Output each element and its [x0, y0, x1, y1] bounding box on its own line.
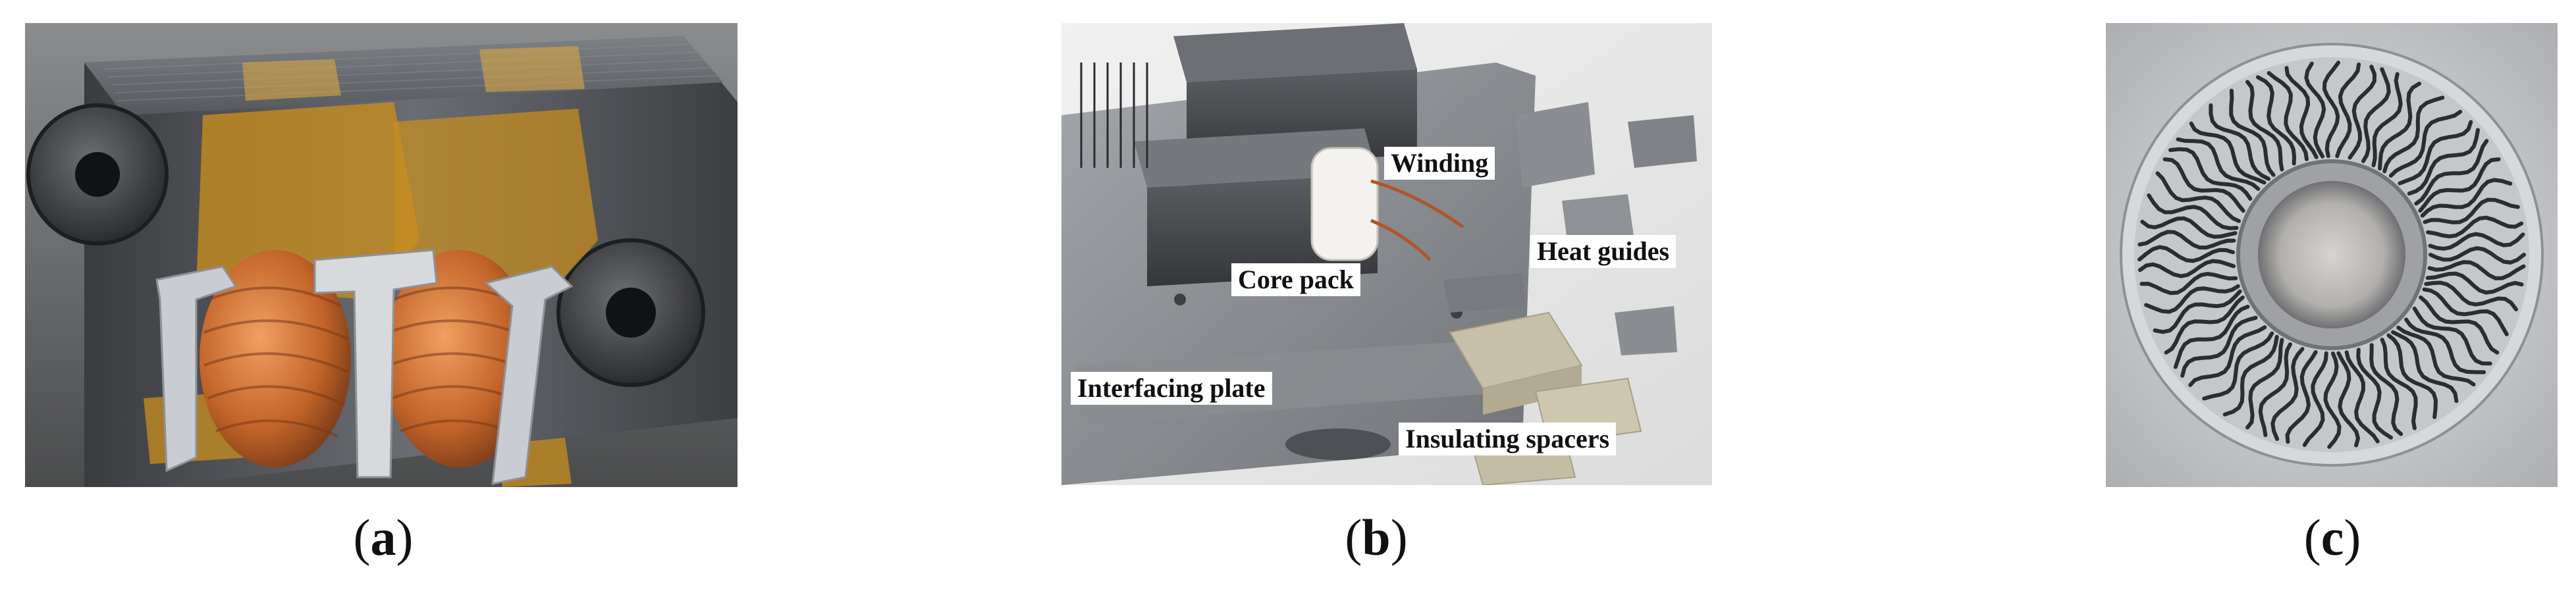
- cold-plate-channel: [2419, 295, 2500, 355]
- cold-plate-channel: [2426, 215, 2524, 239]
- cold-plate-channel: [2176, 137, 2261, 191]
- cold-plate-channel: [2371, 72, 2403, 168]
- cold-plate-channel: [2302, 351, 2328, 448]
- cold-plate-channel: [2144, 284, 2240, 314]
- cold-plate-channel: [2202, 331, 2274, 401]
- cold-plate-channel: [2396, 325, 2476, 387]
- cold-plate-channel: [2427, 260, 2526, 280]
- cold-plate-channel: [2425, 271, 2524, 295]
- cold-plate-channel: [2180, 315, 2258, 378]
- cold-plate-channel: [2335, 62, 2361, 159]
- cold-plate-channel: [2139, 272, 2238, 296]
- cold-plate-channel: [2382, 95, 2445, 174]
- stator-segment-illustration: [25, 23, 738, 487]
- cold-plate-channel: [2137, 245, 2235, 263]
- cold-plate-channel: [2222, 334, 2279, 417]
- cold-plate-channel: [2258, 342, 2292, 438]
- cold-plate-channel: [2267, 71, 2309, 161]
- panel-c-caption: (c): [2303, 509, 2361, 566]
- cold-plate-channel: [2356, 348, 2393, 440]
- cold-plate-channel: [2284, 66, 2319, 159]
- callout-heat-guides: Heat guides: [1530, 235, 1677, 268]
- cold-plate-channel: [2428, 246, 2526, 265]
- cold-plate-channel: [2168, 147, 2253, 201]
- cold-plate-channel: [2388, 109, 2463, 178]
- cold-plate-channel: [2323, 351, 2342, 449]
- cold-plate-channel: [2412, 306, 2492, 366]
- cold-plate-channel: [2188, 325, 2267, 387]
- cold-plate-channel: [2414, 139, 2489, 206]
- photo-panel-c: [2106, 23, 2558, 487]
- cold-plate-channel: [2424, 280, 2518, 311]
- cold-plate-channel: [2423, 197, 2520, 224]
- cold-plate-channel: [2428, 232, 2525, 251]
- cold-plate-channel: [2153, 289, 2242, 334]
- cold-plate-channel: [2229, 88, 2276, 177]
- cold-plate-channel: [2322, 61, 2341, 159]
- panel-a-caption: (a): [353, 509, 414, 566]
- panel-b-caption: (b): [1345, 509, 1408, 566]
- cold-plate-channel: [2398, 120, 2473, 186]
- cold-plate-channel: [2336, 351, 2361, 448]
- cold-plate-channel: [2380, 338, 2418, 430]
- cold-plate-channel: [2189, 121, 2267, 185]
- cold-plate-channel: [2378, 82, 2421, 170]
- cold-plate-channel: [2209, 103, 2270, 181]
- photo-panel-b: Winding Heat guides Core pack Interfacin…: [1061, 23, 1712, 485]
- cold-plate-channel: [2386, 333, 2438, 419]
- cold-plate-channel: [2137, 259, 2236, 278]
- cold-plate-channel: [2418, 157, 2501, 213]
- cold-plate-channel: [2155, 171, 2241, 223]
- cold-plate-channel: [2348, 65, 2377, 160]
- cold-plate-channel: [2164, 296, 2245, 355]
- cold-plate-illustration: [2106, 23, 2558, 487]
- cold-plate-channel: [2304, 61, 2326, 159]
- callout-interfacing-plate: Interfacing plate: [1071, 372, 1272, 405]
- cold-plate-channel: [2140, 216, 2238, 239]
- cold-plate-channel: [2137, 230, 2236, 250]
- cold-plate-channel: [2361, 67, 2391, 163]
- cold-plate-channel: [2344, 350, 2380, 444]
- cold-plate-channel: [2285, 350, 2318, 444]
- cold-plate-channel: [2420, 178, 2513, 218]
- cold-plate-channel: [2270, 347, 2305, 441]
- callout-insulating-spacers: Insulating spacers: [1399, 423, 1617, 455]
- cold-plate-channel: [2245, 80, 2284, 172]
- cold-plate-channel: [2391, 330, 2459, 403]
- cold-plate-channel: [2173, 305, 2250, 369]
- radial-channels: [2137, 61, 2526, 449]
- cold-plate-channel: [2369, 343, 2403, 436]
- cold-plate-channel: [2422, 287, 2509, 336]
- cold-plate-channel: [2147, 193, 2239, 230]
- cold-plate-channel: [2245, 338, 2284, 430]
- cold-plate-channel: [2407, 128, 2480, 196]
- callout-core-pack: Core pack: [1231, 263, 1360, 296]
- cold-plate-channel: [2162, 157, 2245, 213]
- cold-plate-channel: [2256, 75, 2297, 166]
- cold-plate-channel: [2404, 317, 2486, 375]
- photo-panel-a: [25, 23, 738, 487]
- callout-winding: Winding: [1384, 147, 1495, 180]
